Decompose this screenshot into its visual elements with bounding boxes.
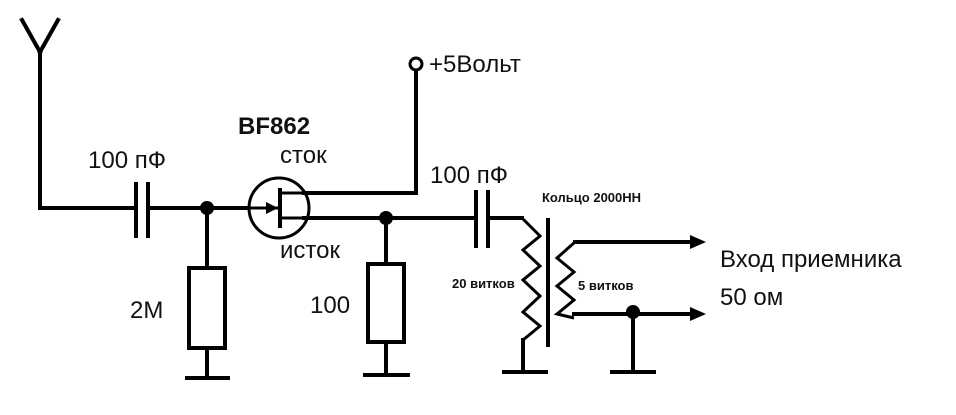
input-capacitor-label: 100 пФ — [88, 147, 166, 174]
supply-label: +5Вольт — [429, 51, 521, 78]
gate-resistor-label: 2М — [130, 297, 163, 324]
source-resistor — [363, 216, 410, 377]
transformer-secondary — [553, 235, 706, 374]
gate-resistor — [185, 206, 230, 380]
jfet-transistor-icon — [247, 176, 311, 240]
output-label-line1: Вход приемника — [720, 246, 902, 273]
drain-label: сток — [280, 142, 327, 169]
core-label: Кольцо 2000НН — [542, 190, 641, 205]
transformer-primary — [502, 216, 548, 374]
secondary-turns-label: 5 витков — [578, 278, 633, 293]
source-resistor-label: 100 — [310, 292, 350, 319]
transistor-label: BF862 — [238, 113, 310, 140]
wire-drain-supply — [302, 70, 418, 195]
antenna-icon — [19, 17, 61, 210]
primary-turns-label: 20 витков — [452, 276, 515, 291]
output-label-line2: 50 ом — [720, 284, 783, 311]
supply-terminal — [408, 56, 424, 72]
source-label: исток — [280, 237, 340, 264]
output-capacitor-label: 100 пФ — [430, 162, 508, 189]
